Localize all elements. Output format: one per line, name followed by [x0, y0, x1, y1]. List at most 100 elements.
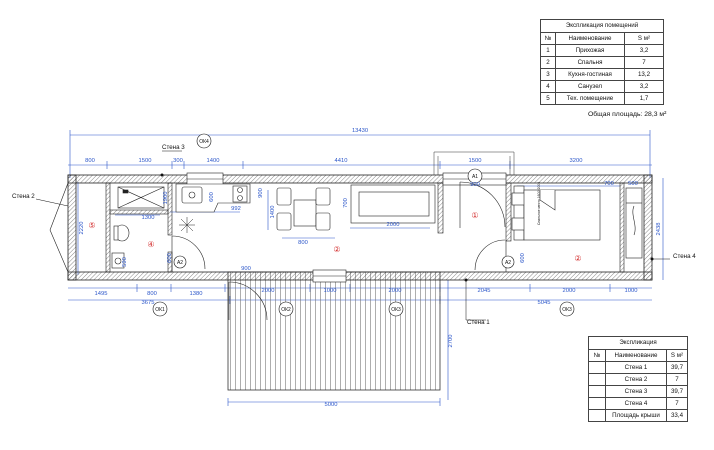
window-ok2-marker	[278, 301, 294, 317]
dim-1300: 1300	[142, 215, 155, 221]
room-5-number: ⑤	[88, 221, 95, 230]
cell: 5	[540, 92, 556, 105]
dim-4410: 4410	[335, 158, 348, 164]
cell: Санузел	[555, 80, 625, 93]
cell: 13,2	[624, 68, 664, 81]
walls-table-header-num: №	[588, 349, 606, 362]
door-a2-label-left: А2	[177, 260, 183, 266]
dim-1380: 1380	[190, 291, 203, 297]
wall-3-label: Стена 3	[162, 144, 185, 151]
cell: 1,7	[624, 92, 664, 105]
dim-600c: 600	[520, 253, 526, 263]
vertical-dimension-labels: 2220 2438 1900 600 1400 900 700 590 600 …	[79, 188, 662, 347]
cell: 3,2	[624, 80, 664, 93]
dim-b2000b: 2000	[389, 288, 402, 294]
walls-table-header-name: Наименование	[605, 349, 667, 362]
cell: Кухня-гостиная	[555, 68, 625, 81]
cell	[588, 361, 606, 374]
cell: Прихожая	[555, 44, 625, 57]
dim-b2000c: 2000	[563, 288, 576, 294]
window-ok4-top-marker	[196, 133, 212, 149]
dim-900v: 900	[258, 188, 264, 198]
inner-walls	[105, 182, 625, 273]
dim-b800: 800	[147, 291, 157, 297]
dim-1495: 1495	[95, 291, 108, 297]
dim-1400: 1400	[207, 158, 220, 164]
door-a2-marker-left	[173, 255, 187, 269]
marker-labels: ОК1 ОК2 ОК3 ОК3 ОК4 А1 А2 А2	[155, 139, 572, 313]
cell: 39,7	[666, 361, 688, 374]
cell: 33,4	[666, 409, 688, 422]
cell: 2	[540, 56, 556, 69]
bedroom-furniture	[511, 185, 643, 259]
cell	[588, 385, 606, 398]
walls-table-title: Экспликация	[588, 336, 688, 350]
cell: 7	[666, 373, 688, 386]
window-ok3-marker	[388, 301, 404, 317]
window-ok3-label: ОК3	[391, 307, 401, 313]
cell: Стена 1	[605, 361, 667, 374]
wall-2-label: Стена 2	[12, 193, 35, 200]
cell	[588, 397, 606, 410]
cell: 39,7	[666, 385, 688, 398]
dining-set	[276, 187, 331, 231]
dim-500: 500	[628, 181, 638, 187]
bed-label: Спальное место 1600*2000	[537, 182, 541, 225]
rooms-table-title: Экспликация помещений	[540, 19, 664, 33]
rooms-table: Экспликация помещений № Наименование S м…	[540, 19, 664, 105]
cell: Спальня	[555, 56, 625, 69]
wall-4-label: Стена 4	[673, 253, 696, 260]
doors	[171, 181, 507, 321]
dim-b2000a: 2000	[262, 288, 275, 294]
window-ok4-marker	[559, 301, 575, 317]
dim-2220: 2220	[79, 222, 85, 235]
dim-3200: 3200	[570, 158, 583, 164]
dim-800: 800	[85, 158, 95, 164]
wall-labels: Стена 2 Стена 3 Стена 4 Стена 1	[12, 144, 696, 326]
room-numbers: ⑤ ④ ② ① ②	[88, 211, 581, 263]
dim-5045: 5045	[538, 300, 551, 306]
dim-700: 700	[604, 181, 614, 187]
door-a2-marker-right	[501, 255, 515, 269]
door-a2-label-right: А2	[505, 260, 511, 266]
room-2-number: ②	[574, 254, 581, 263]
dim-600a: 600	[209, 192, 215, 202]
wall-1-label: Стена 1	[467, 319, 490, 326]
dim-992: 992	[231, 206, 241, 212]
window-ok1-label: ОК1	[155, 307, 165, 313]
sofa	[350, 184, 436, 224]
dim-b1000b: 1000	[625, 288, 638, 294]
walls-table-header-area: S м²	[666, 349, 688, 362]
room-3-number: ②	[333, 245, 340, 254]
leader-lines	[35, 150, 670, 321]
cell	[588, 409, 606, 422]
dim-900b: 900	[241, 266, 251, 272]
cell: Стена 2	[605, 373, 667, 386]
window-ok4-label: ОК4	[199, 139, 209, 145]
door-a1-marker	[467, 168, 483, 184]
dim-900a: 900	[470, 182, 480, 188]
dim-2000a: 2000	[387, 222, 400, 228]
cell: Тех. помещение	[555, 92, 625, 105]
rooms-table-header-area: S м²	[624, 32, 664, 45]
dim-700v: 700	[343, 198, 349, 208]
cell: 7	[666, 397, 688, 410]
room-4-number: ④	[147, 240, 154, 249]
dim-600b: 600	[167, 253, 173, 263]
cell: 1	[540, 44, 556, 57]
entrance-overhang	[49, 182, 69, 273]
dim-1400v: 1400	[270, 206, 276, 219]
dim-terrace-height: 2700	[448, 335, 454, 348]
window-ok2-label: ОК2	[281, 307, 291, 313]
a1-window-frame	[433, 151, 515, 175]
cell: Площадь крыши	[605, 409, 667, 422]
dim-terrace-width: 5000	[325, 402, 338, 408]
